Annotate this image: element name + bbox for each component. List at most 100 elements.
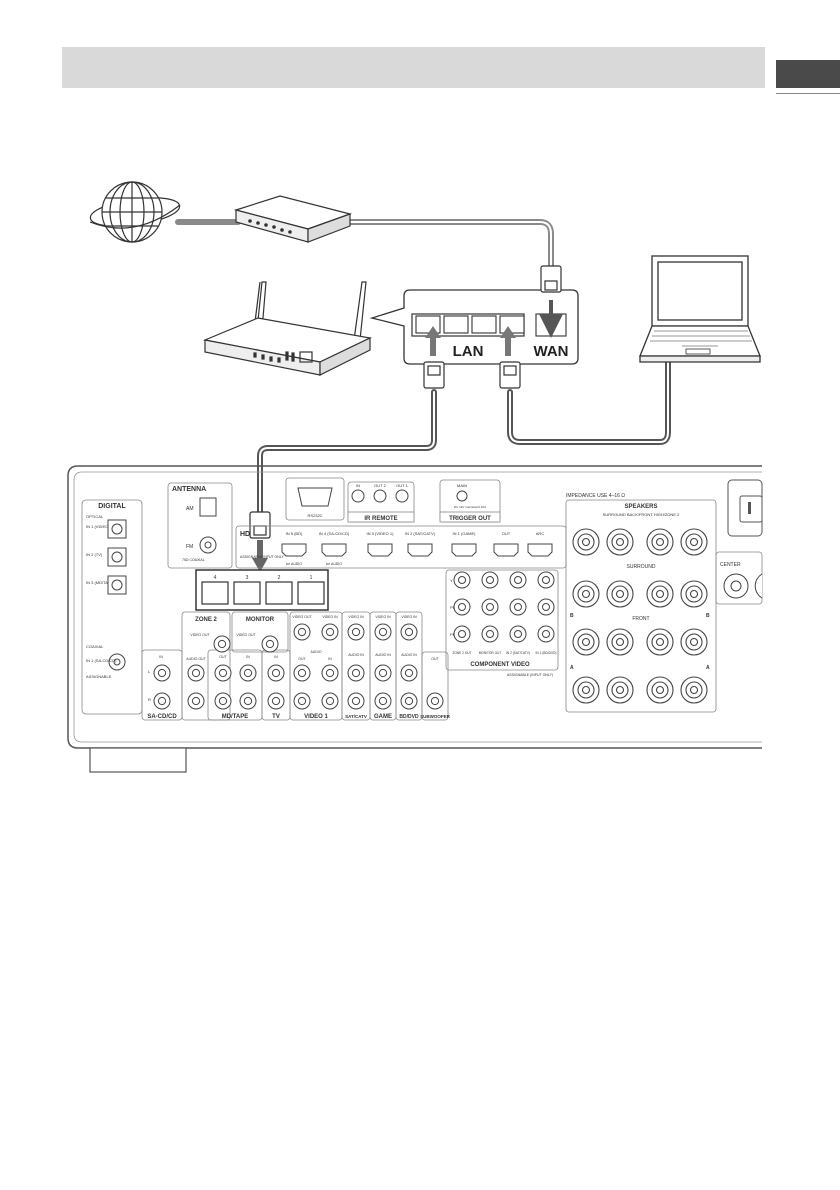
- svg-text:SA-CD/CD: SA-CD/CD: [147, 714, 177, 720]
- svg-text:VIDEO OUT: VIDEO OUT: [236, 633, 256, 637]
- rs232c-label: RS232C: [307, 513, 322, 518]
- rca-jack-center: [243, 696, 253, 706]
- digital-title: DIGITAL: [98, 503, 126, 510]
- modem-to-wan-cable: [309, 219, 554, 271]
- component-jack-center: [486, 630, 494, 638]
- analog-jacks-section: ZONE 2 MONITOR VIDEO OUT VIDEO OUT VIDEO…: [141, 611, 451, 721]
- svg-text:IN: IN: [159, 655, 163, 659]
- component-jack-center: [514, 630, 522, 638]
- hdmi-assignable-label: ASSIGNABLE INPUT ONLY: [240, 555, 284, 559]
- component-jack-center: [458, 630, 466, 638]
- coaxial-in-label: IN 1 (SA-CD/CD): [86, 658, 117, 663]
- rca-jack-center: [218, 696, 228, 706]
- speaker-terminal-center: [581, 637, 591, 647]
- fm-label: FM: [186, 544, 193, 550]
- component-jack-center: [458, 603, 466, 611]
- component-jack-center: [486, 576, 494, 584]
- internet-globe-icon: [89, 181, 181, 243]
- svg-text:IN: IN: [328, 657, 332, 661]
- modem-icon: [233, 195, 353, 243]
- lan-to-pc-cable-inner: [509, 361, 669, 443]
- hdmi-port-label: IN 1 (GAME): [453, 531, 477, 536]
- speaker-terminal-center: [581, 589, 591, 599]
- component-video-title: COMPONENT VIDEO: [470, 662, 530, 668]
- speaker-terminal-center: [655, 589, 665, 599]
- rca-jack-center: [157, 668, 167, 678]
- coaxial-label: COAXIAL: [86, 644, 104, 649]
- speaker-terminal-center: [581, 537, 591, 547]
- lan-label: LAN: [453, 343, 484, 360]
- hdmi-port-label: IN 3 (VIDEO 1): [367, 531, 395, 536]
- wireless-router-icon: [202, 281, 372, 376]
- am-label: AM: [186, 506, 194, 512]
- modem-to-wan-cable-inner: [311, 221, 552, 269]
- rca-jack-center: [243, 668, 253, 678]
- svg-text:AUDIO: AUDIO: [310, 650, 321, 654]
- hdmi-port: [367, 543, 393, 557]
- coaxial-assignable-label: ASSIGNABLE: [86, 674, 112, 679]
- rca-jack-center: [351, 696, 361, 706]
- hdmi-port-label: IN 2 (SAT/CATV): [405, 531, 436, 536]
- digital-section: DIGITAL OPTICAL IN 1 (VIDEO 1) IN 2 (TV)…: [81, 499, 143, 715]
- component-jack-center: [542, 576, 550, 584]
- svg-text:PB: PB: [450, 605, 456, 610]
- rca-jack-center: [404, 627, 414, 637]
- svg-text:OUT 1: OUT 1: [396, 483, 408, 488]
- hdmi-port: [493, 543, 519, 557]
- svg-text:A: A: [570, 665, 574, 671]
- optical-label: OPTICAL: [86, 514, 104, 519]
- wan-plug: [540, 265, 562, 293]
- rj45-plugs: [249, 265, 562, 539]
- rca-jack-center: [217, 639, 227, 649]
- receiver-back-panel: DIGITAL OPTICAL IN 1 (VIDEO 1) IN 2 (TV)…: [67, 465, 763, 773]
- speaker-terminal-center: [689, 537, 699, 547]
- component-jack-center: [514, 576, 522, 584]
- rca-jack-center: [351, 668, 361, 678]
- chapter-tab: [776, 60, 840, 88]
- rca-jack-center: [271, 696, 281, 706]
- svg-text:PR: PR: [450, 632, 456, 637]
- receiver-lan-ports: 4 3 2 1: [195, 569, 329, 611]
- svg-text:L: L: [148, 669, 151, 674]
- component-video-section: Y PB PR ZONE 2 OUT MONITOR OUT IN 2 (SAT…: [445, 569, 559, 677]
- svg-text:DC 12V max/total 0.15A: DC 12V max/total 0.15A: [454, 505, 486, 509]
- hdmi-port: [281, 543, 307, 557]
- impedance-label: IMPEDANCE USE 4–16 Ω: [566, 493, 625, 499]
- hdmi-port-label: IN 4 (SA-CD/CD): [319, 531, 350, 536]
- chapter-tab-rule: [776, 93, 840, 94]
- svg-text:SURROUND BACK/FRONT HIGH/ZONE: SURROUND BACK/FRONT HIGH/ZONE 2: [603, 512, 680, 517]
- svg-text:SURROUND: SURROUND: [627, 564, 656, 570]
- trigger-out-section: MAIN DC 12V max/total 0.15A TRIGGER OUT: [439, 479, 501, 523]
- svg-text:BD/DVD: BD/DVD: [399, 714, 419, 720]
- rca-jack-center: [271, 668, 281, 678]
- svg-text:MONITOR OUT: MONITOR OUT: [479, 651, 502, 655]
- rca-jack-center: [297, 668, 307, 678]
- speaker-terminal-center: [615, 637, 625, 647]
- rca-jack-center: [351, 627, 361, 637]
- rca-jack-center: [265, 639, 275, 649]
- svg-text:VIDEO OUT: VIDEO OUT: [292, 615, 312, 619]
- svg-text:VIDEO IN: VIDEO IN: [375, 615, 391, 619]
- hdmi-port-label: OUT: [502, 531, 511, 536]
- component-jack-center: [542, 630, 550, 638]
- svg-text:OUT 2: OUT 2: [374, 483, 386, 488]
- wan-label: WAN: [534, 343, 569, 360]
- speaker-terminal-center: [615, 589, 625, 599]
- svg-text:4: 4: [214, 575, 217, 581]
- optical-in3-label: IN 3 (MD/TAPE): [86, 580, 115, 585]
- speaker-terminal-center: [615, 537, 625, 547]
- optical-in2-label: IN 2 (TV): [86, 552, 103, 557]
- rca-jack-center: [218, 668, 228, 678]
- svg-text:FRONT: FRONT: [632, 616, 649, 622]
- ir-remote-title: IR REMOTE: [364, 516, 397, 522]
- svg-text:for AUDIO: for AUDIO: [286, 562, 302, 566]
- svg-text:B: B: [706, 613, 710, 619]
- svg-text:2: 2: [278, 575, 281, 581]
- lan-to-receiver-cable-inner: [259, 391, 435, 513]
- speaker-terminal-center: [655, 537, 665, 547]
- rca-jack-center: [297, 627, 307, 637]
- svg-text:VIDEO OUT: VIDEO OUT: [190, 633, 210, 637]
- speakers-section: IMPEDANCE USE 4–16 Ω SPEAKERS SURROUND B…: [565, 479, 763, 713]
- speaker-terminal-center: [689, 685, 699, 695]
- svg-text:Y: Y: [450, 578, 453, 583]
